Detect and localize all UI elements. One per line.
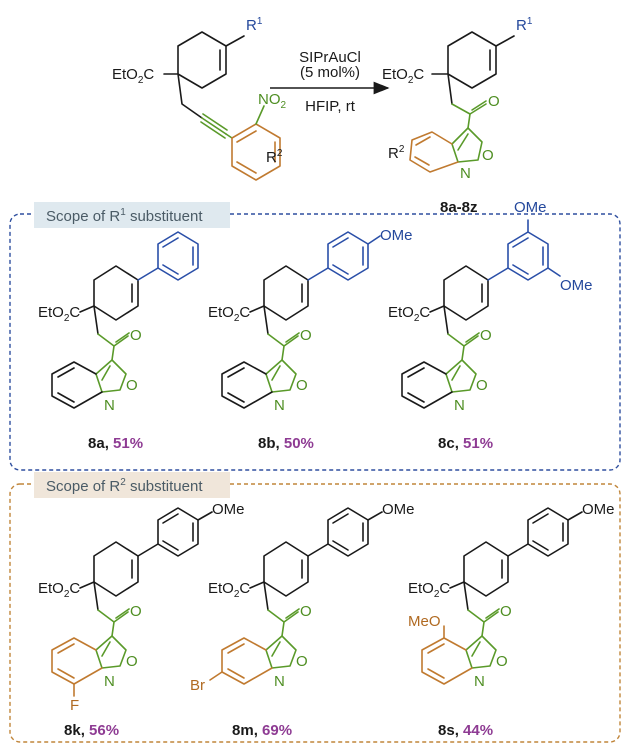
8s-ring-n: N: [474, 673, 485, 690]
prod-ring-n: N: [460, 165, 471, 182]
8b-carbonyl-o: O: [300, 327, 312, 344]
8k-ring-n: N: [104, 673, 115, 690]
conditions-label: HFIP, rt: [305, 98, 356, 115]
8a-ring-o: O: [126, 377, 138, 394]
prod-r1-label: R1: [516, 16, 533, 34]
reagent-label: SIPrAuCl: [299, 49, 361, 66]
r2-title: Scope of R2 substituent: [46, 477, 203, 495]
compound-8a-structure: [51, 231, 199, 409]
8c-ester-label: EtO2C: [388, 304, 430, 324]
8k-ome-label: OMe: [212, 501, 245, 518]
8m-br-label: Br: [190, 677, 205, 694]
8c-ring-o: O: [476, 377, 488, 394]
8k-carbonyl-o: O: [130, 603, 142, 620]
8m-ester-label: EtO2C: [208, 580, 250, 600]
r2-title-tab: [34, 472, 230, 498]
8c-ome-bottom-label: OMe: [560, 277, 593, 294]
r1-scope-box: [9, 213, 621, 471]
8s-ring-o: O: [496, 653, 508, 670]
compound-8k-structure: [51, 507, 213, 697]
sm-r1-label: R1: [246, 16, 263, 34]
prod-ester-label: EtO2C: [382, 66, 424, 86]
8c-ome-top-label: OMe: [514, 199, 547, 216]
8b-caption: 8b, 50%: [258, 435, 314, 452]
8k-f-label: F: [70, 697, 79, 714]
sm-r2-label: R2: [266, 148, 283, 166]
compound-8b-structure: [221, 231, 381, 409]
8m-caption: 8m, 69%: [232, 722, 292, 739]
8b-ring-n: N: [274, 397, 285, 414]
8a-caption: 8a, 51%: [88, 435, 143, 452]
prod-carbonyl-o: O: [488, 93, 500, 110]
8b-ome-label: OMe: [380, 227, 413, 244]
compound-8c-structure: [401, 219, 561, 409]
8k-ring-o: O: [126, 653, 138, 670]
8s-carbonyl-o: O: [500, 603, 512, 620]
r2-scope-box: [9, 483, 621, 743]
8s-ome-label: OMe: [582, 501, 615, 518]
8s-meo-label: MeO: [408, 613, 441, 630]
8b-ring-o: O: [296, 377, 308, 394]
8a-ester-label: EtO2C: [38, 304, 80, 324]
prod-ring-o: O: [482, 147, 494, 164]
r1-title: Scope of R1 substituent: [46, 207, 203, 225]
8c-caption: 8c, 51%: [438, 435, 493, 452]
compound-8s-structure: [421, 507, 583, 685]
8a-ring-n: N: [104, 397, 115, 414]
sm-ester-label: EtO2C: [112, 66, 154, 86]
8m-ome-label: OMe: [382, 501, 415, 518]
8k-caption: 8k, 56%: [64, 722, 119, 739]
prod-compound-label: 8a-8z: [440, 199, 478, 216]
8k-ester-label: EtO2C: [38, 580, 80, 600]
r1-title-tab: [34, 202, 230, 228]
sm-nitro-label: NO2: [258, 91, 287, 111]
8b-ester-label: EtO2C: [208, 304, 250, 324]
starting-material: [163, 31, 281, 181]
8m-carbonyl-o: O: [300, 603, 312, 620]
8s-caption: 8s, 44%: [438, 722, 493, 739]
compound-8m-structure: [209, 507, 383, 685]
8s-ester-label: EtO2C: [408, 580, 450, 600]
prod-r2-label: R2: [388, 144, 405, 162]
loading-label: (5 mol%): [300, 64, 360, 81]
8c-carbonyl-o: O: [480, 327, 492, 344]
8m-ring-o: O: [296, 653, 308, 670]
product-structure: [409, 31, 515, 173]
8a-carbonyl-o: O: [130, 327, 142, 344]
8m-ring-n: N: [274, 673, 285, 690]
8c-ring-n: N: [454, 397, 465, 414]
